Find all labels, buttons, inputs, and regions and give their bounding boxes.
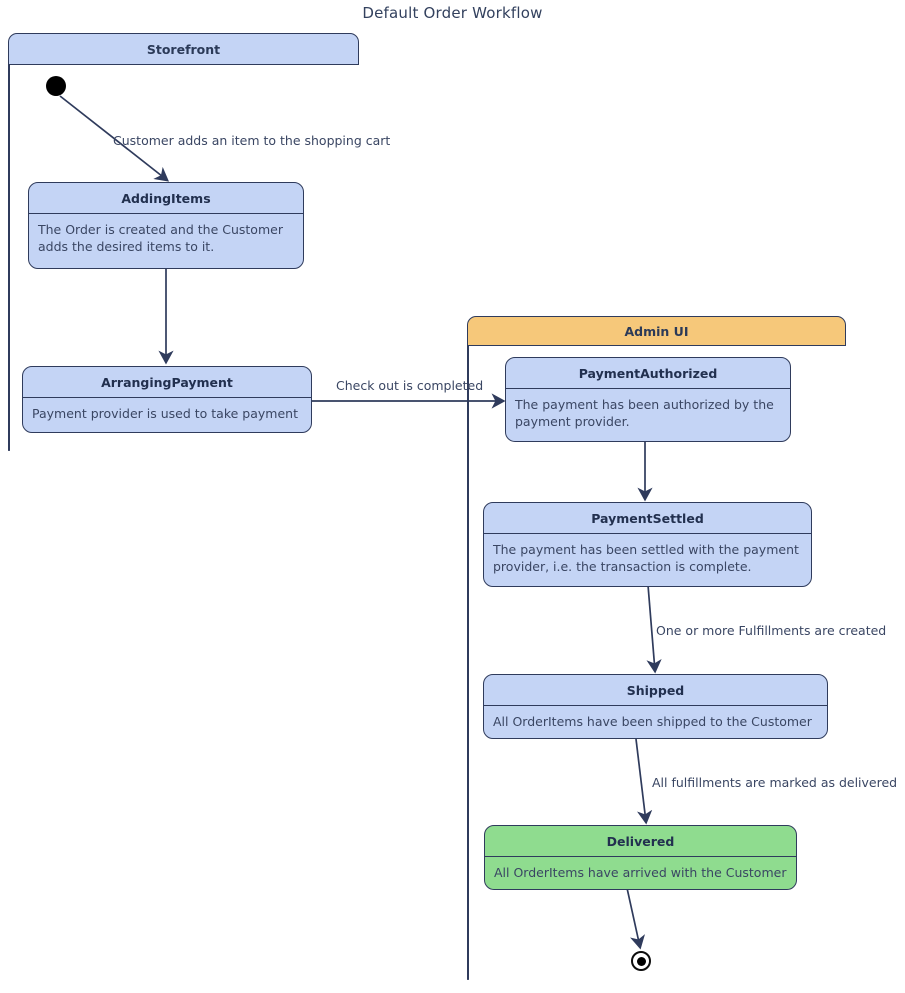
container-storefront-header: Storefront [8,33,359,65]
state-payment-authorized-description: The payment has been authorized by the p… [515,397,774,429]
container-admin-ui-body [467,345,469,980]
state-adding-items-description: The Order is created and the Customer ad… [38,222,283,254]
state-delivered-name: Delivered [485,826,796,857]
transition-label-shipped-to-delivered: All fulfillments are marked as delivered [652,775,898,790]
state-shipped[interactable]: Shipped All OrderItems have been shipped… [483,674,828,739]
state-payment-settled-name: PaymentSettled [484,503,811,534]
container-storefront-body [8,64,10,451]
state-delivered[interactable]: Delivered All OrderItems have arrived wi… [484,825,797,890]
transition-label-arranging-to-authorized: Check out is completed [336,378,484,393]
state-shipped-name: Shipped [484,675,827,706]
state-payment-authorized[interactable]: PaymentAuthorized The payment has been a… [505,357,791,442]
final-state-node[interactable] [631,951,651,971]
state-arranging-payment-description: Payment provider is used to take payment [32,406,298,421]
state-shipped-description: All OrderItems have been shipped to the … [493,714,812,729]
state-arranging-payment-name: ArrangingPayment [23,367,311,398]
state-payment-authorized-name: PaymentAuthorized [506,358,790,389]
state-adding-items[interactable]: AddingItems The Order is created and the… [28,182,304,269]
state-delivered-description: All OrderItems have arrived with the Cus… [494,865,787,880]
initial-state-node[interactable] [46,76,66,96]
state-payment-settled-description: The payment has been settled with the pa… [493,542,799,574]
container-admin-ui[interactable]: Admin UI [467,316,846,980]
container-admin-ui-header: Admin UI [467,316,846,346]
state-adding-items-name: AddingItems [29,183,303,214]
transition-label-settled-to-shipped: One or more Fulfillments are created [656,623,887,638]
state-arranging-payment[interactable]: ArrangingPayment Payment provider is use… [22,366,312,433]
transition-label-start-to-adding-items: Customer adds an item to the shopping ca… [113,133,391,148]
container-storefront[interactable]: Storefront [8,33,359,451]
state-payment-settled[interactable]: PaymentSettled The payment has been sett… [483,502,812,587]
diagram-title: Default Order Workflow [362,4,543,22]
